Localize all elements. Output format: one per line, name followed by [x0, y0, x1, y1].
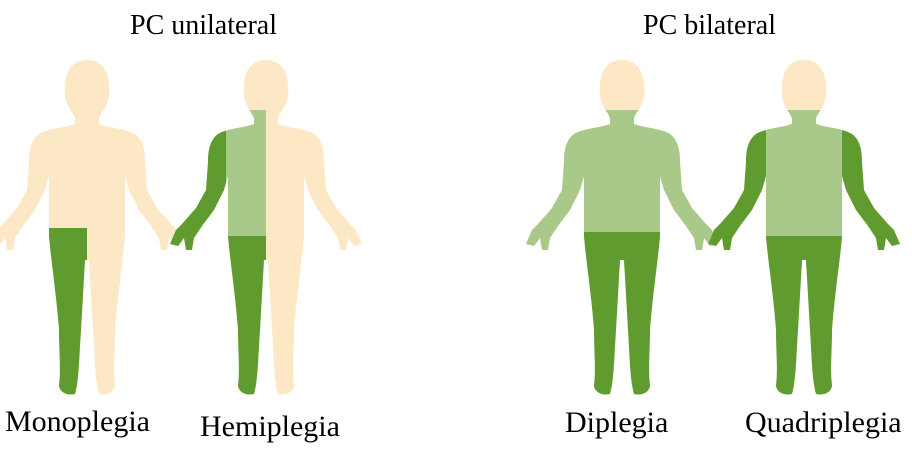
figure-diplegia — [512, 60, 732, 407]
figure-hemiplegia — [156, 60, 362, 406]
caption-quadriplegia: Quadriplegia — [745, 406, 902, 440]
figure-monoplegia — [0, 60, 183, 408]
caption-monoplegia: Monoplegia — [5, 405, 150, 439]
caption-diplegia: Diplegia — [565, 406, 668, 440]
figure-quadriplegia — [694, 60, 912, 406]
caption-hemiplegia: Hemiplegia — [200, 410, 340, 444]
